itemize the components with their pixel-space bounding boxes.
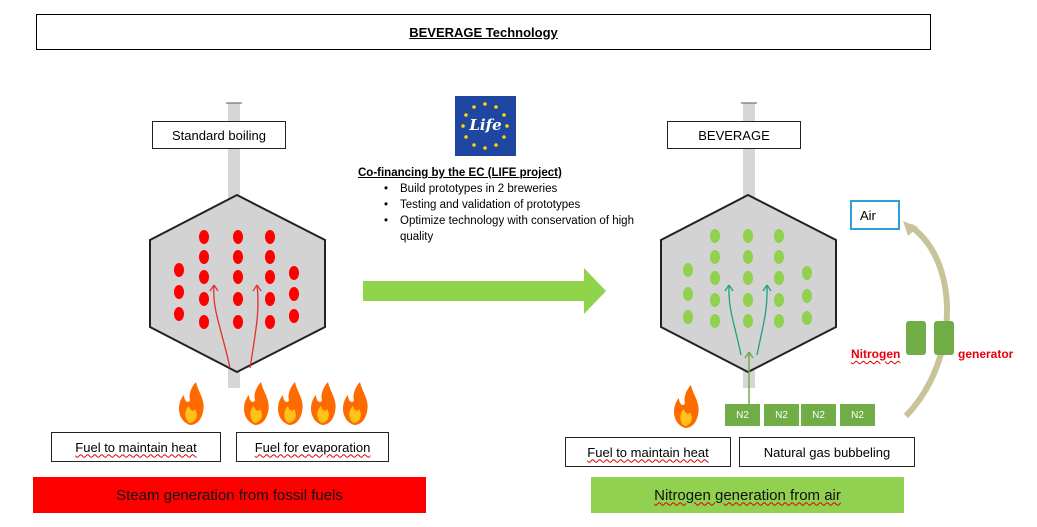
process-arrow: [363, 268, 606, 314]
generator-block-right: [934, 321, 954, 355]
life-logo: Life: [455, 96, 516, 156]
n2-inlet-arrow: [744, 351, 754, 404]
n2-box: N2: [840, 404, 875, 426]
cofinancing-title: Co-financing by the EC (LIFE project): [358, 167, 562, 179]
nitrogen-label: Nitrogen: [851, 347, 901, 361]
flame-icon: [674, 385, 699, 428]
nitrogen-loop-arrow: [903, 221, 950, 419]
eu-stars-icon: [461, 102, 509, 150]
flame-icon: [311, 382, 336, 425]
fuel-heat-label-right: Fuel to maintain heat: [565, 437, 731, 467]
generator-label: generator: [958, 347, 1014, 361]
cofinancing-block: Co-financing by the EC (LIFE project) Bu…: [358, 165, 638, 245]
n2-box: N2: [764, 404, 799, 426]
steam-generation-banner: Steam generation from fossil fuels: [33, 477, 426, 513]
flame-icon: [179, 382, 204, 425]
left-flow-arrows: [209, 284, 262, 369]
list-item: Optimize technology with conservation of…: [384, 213, 638, 245]
right-flow-arrows: [724, 284, 772, 356]
n2-box: N2: [801, 404, 836, 426]
list-item: Testing and validation of prototypes: [384, 197, 638, 213]
left-bubbles: [174, 230, 299, 329]
list-item: Build prototypes in 2 breweries: [384, 181, 638, 197]
generator-block-left: [906, 321, 926, 355]
flame-icon: [278, 382, 303, 425]
flame-icon: [343, 382, 368, 425]
beverage-label: BEVERAGE: [667, 121, 801, 149]
nitrogen-generation-banner: Nitrogen generation from air: [591, 477, 904, 513]
right-bubbles: [683, 229, 812, 328]
air-box: Air: [850, 200, 900, 230]
fuel-evaporation-label: Fuel for evaporation: [236, 432, 389, 462]
life-logo-text: Life: [469, 116, 502, 134]
cofinancing-list: Build prototypes in 2 breweries Testing …: [358, 181, 638, 245]
fuel-heat-label-left: Fuel to maintain heat: [51, 432, 221, 462]
standard-boiling-label: Standard boiling: [152, 121, 286, 149]
page-title: BEVERAGE Technology: [36, 14, 931, 50]
flame-icon: [244, 382, 269, 425]
n2-box: N2: [725, 404, 760, 426]
gas-bubbling-label: Natural gas bubbeling: [739, 437, 915, 467]
